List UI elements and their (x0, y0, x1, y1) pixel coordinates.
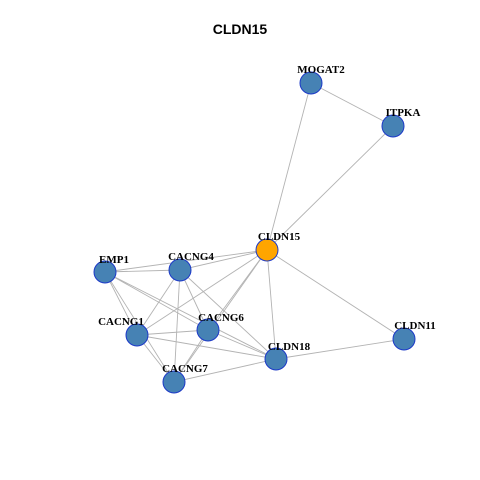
node-label-cacng1: CACNG1 (98, 316, 144, 328)
node-label-cacng4: CACNG4 (168, 251, 214, 263)
edge-cldn15-cacng7 (173, 249, 268, 383)
node-cacng1[interactable] (125, 323, 149, 347)
edge-mogat2-itpka (310, 82, 394, 127)
nodes-layer (93, 71, 416, 394)
graph-title: CLDN15 (212, 21, 268, 37)
node-cacng4[interactable] (168, 258, 192, 282)
node-label-cldn15: CLDN15 (258, 231, 301, 243)
node-cacng7[interactable] (162, 370, 186, 394)
node-label-cacng7: CACNG7 (162, 363, 208, 375)
edge-emp1-cldn18 (104, 271, 277, 360)
edge-cldn15-cacng4 (179, 249, 268, 271)
node-label-mogat2: MOGAT2 (297, 64, 345, 76)
edge-cacng6-cldn18 (207, 329, 277, 360)
edge-cacng1-cldn18 (136, 334, 277, 360)
edge-emp1-cacng4 (104, 269, 181, 273)
node-label-itpka: ITPKA (386, 107, 421, 119)
node-label-cacng6: CACNG6 (198, 312, 244, 324)
edge-cacng4-cacng7 (173, 269, 181, 383)
node-label-cldn18: CLDN18 (268, 341, 311, 353)
node-label-cldn11: CLDN11 (394, 320, 436, 332)
node-cldn11[interactable] (392, 327, 416, 351)
node-cldn18[interactable] (264, 347, 288, 371)
node-label-emp1: EMP1 (99, 254, 129, 266)
edge-cacng1-cacng6 (136, 329, 209, 336)
node-cacng6[interactable] (196, 318, 220, 342)
edge-emp1-cacng1 (104, 271, 138, 336)
node-mogat2[interactable] (299, 71, 323, 95)
edge-cldn18-cldn11 (275, 338, 405, 360)
edge-itpka-cldn15 (266, 125, 394, 251)
edge-cldn15-cacng1 (136, 249, 268, 336)
node-itpka[interactable] (381, 114, 405, 138)
edge-cldn15-cldn18 (266, 249, 277, 360)
edge-mogat2-cldn15 (266, 82, 312, 251)
node-cldn15[interactable] (255, 238, 279, 262)
edge-cacng4-cldn18 (179, 269, 277, 360)
edge-cldn15-cldn11 (266, 249, 405, 340)
edge-emp1-cacng6 (104, 271, 209, 331)
node-emp1[interactable] (93, 260, 117, 284)
edges-layer (104, 82, 405, 383)
edge-cldn18-cacng7 (173, 358, 277, 383)
edge-cacng4-cacng1 (136, 269, 181, 336)
